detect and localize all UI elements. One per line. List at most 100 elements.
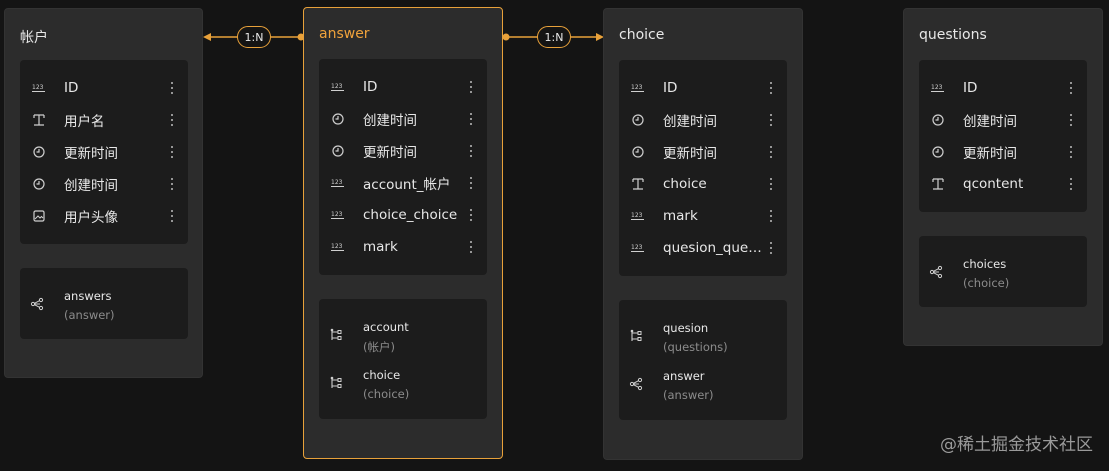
number-icon: 123	[631, 209, 645, 223]
relation-row[interactable]: choices (choice)	[919, 248, 1087, 296]
entity-card-choice[interactable]: choice 123 ID 创建时间 更新时间 choice 123 mark	[603, 8, 803, 460]
link-dot-answer-right	[502, 33, 510, 41]
field-row[interactable]: 更新时间	[919, 136, 1087, 168]
more-vert-icon[interactable]	[767, 145, 775, 159]
field-name: 更新时间	[963, 146, 1017, 162]
more-vert-icon[interactable]	[1067, 177, 1075, 191]
field-row[interactable]: 123 quesion_questions	[619, 232, 787, 264]
field-row[interactable]: 创建时间	[20, 168, 188, 200]
entity-card-questions[interactable]: questions 123 ID 创建时间 更新时间 qcontent choi…	[903, 8, 1103, 346]
relation-one-icon	[329, 327, 345, 343]
more-vert-icon[interactable]	[467, 144, 475, 158]
more-vert-icon[interactable]	[1067, 81, 1075, 95]
field-name: account_帐户	[363, 177, 451, 193]
more-vert-icon[interactable]	[467, 208, 475, 222]
relation-row[interactable]: quesion (questions)	[619, 312, 787, 360]
field-row[interactable]: choice	[619, 168, 787, 200]
field-row[interactable]: 123 choice_choice	[319, 199, 487, 231]
field-row[interactable]: 更新时间	[20, 136, 188, 168]
more-vert-icon[interactable]	[467, 240, 475, 254]
more-vert-icon[interactable]	[467, 112, 475, 126]
relation-row[interactable]: answers (answer)	[20, 280, 188, 328]
field-row[interactable]: 更新时间	[619, 136, 787, 168]
field-row[interactable]: 创建时间	[619, 104, 787, 136]
field-row[interactable]: 创建时间	[319, 103, 487, 135]
field-name: ID	[363, 79, 378, 95]
field-name: choice_choice	[363, 207, 458, 223]
more-vert-icon[interactable]	[767, 177, 775, 191]
more-vert-icon[interactable]	[1067, 113, 1075, 127]
number-icon: 123	[631, 241, 645, 255]
field-row[interactable]: 123 ID	[919, 72, 1087, 104]
field-row[interactable]: 123 ID	[319, 71, 487, 103]
more-vert-icon[interactable]	[168, 145, 176, 159]
relation-one-icon	[629, 328, 645, 344]
cardinality-badge-account-answer[interactable]: 1:N	[237, 26, 271, 48]
field-row[interactable]: 123 mark	[319, 231, 487, 263]
relation-name: answer	[663, 369, 705, 383]
more-vert-icon[interactable]	[767, 81, 775, 95]
number-icon: 123	[331, 208, 345, 222]
entity-title: 帐户	[20, 30, 48, 46]
relation-name: choices	[963, 257, 1007, 271]
field-row[interactable]: 123 ID	[619, 72, 787, 104]
text-icon	[631, 177, 645, 191]
field-name: 创建时间	[363, 113, 417, 129]
arrow-head-right	[596, 33, 604, 41]
field-name: ID	[64, 80, 79, 96]
field-name: qcontent	[963, 176, 1024, 192]
relation-type: (answer)	[663, 388, 714, 402]
field-name: mark	[363, 239, 398, 255]
relation-row[interactable]: choice (choice)	[319, 359, 487, 407]
relation-row[interactable]: answer (answer)	[619, 360, 787, 408]
field-row[interactable]: 123 mark	[619, 200, 787, 232]
more-vert-icon[interactable]	[1067, 145, 1075, 159]
more-vert-icon[interactable]	[467, 80, 475, 94]
more-vert-icon[interactable]	[168, 113, 176, 127]
relations-panel: choices (choice)	[919, 236, 1087, 307]
clock-icon	[331, 112, 345, 126]
more-vert-icon[interactable]	[168, 177, 176, 191]
svg-text:123: 123	[631, 244, 643, 251]
relation-row[interactable]: account (帐户)	[319, 311, 487, 359]
clock-icon	[32, 177, 46, 191]
text-icon	[931, 177, 945, 191]
clock-icon	[631, 145, 645, 159]
field-name: 创建时间	[663, 114, 717, 130]
field-name: 更新时间	[64, 146, 118, 162]
field-row[interactable]: 123 account_帐户	[319, 167, 487, 199]
relations-panel: quesion (questions) answer (answer)	[619, 300, 787, 420]
more-vert-icon[interactable]	[767, 113, 775, 127]
svg-text:123: 123	[331, 211, 343, 218]
relation-type: (choice)	[963, 276, 1010, 290]
more-vert-icon[interactable]	[467, 176, 475, 190]
more-vert-icon[interactable]	[168, 81, 176, 95]
relation-many-icon	[629, 376, 645, 392]
more-vert-icon[interactable]	[767, 241, 775, 255]
field-name: 用户名	[64, 114, 105, 130]
relation-many-icon	[30, 296, 46, 312]
relation-type: (帐户)	[363, 340, 395, 354]
svg-text:123: 123	[931, 84, 943, 91]
entity-title: questions	[919, 27, 987, 43]
field-row[interactable]: 用户名	[20, 104, 188, 136]
link-dot-answer-left	[297, 33, 305, 41]
field-row[interactable]: qcontent	[919, 168, 1087, 200]
field-row[interactable]: 更新时间	[319, 135, 487, 167]
field-row[interactable]: 用户头像	[20, 200, 188, 232]
fields-panel: 123 ID 创建时间 更新时间 123 account_帐户 123 choi…	[319, 59, 487, 275]
field-row[interactable]: 123 ID	[20, 72, 188, 104]
field-name: 更新时间	[363, 145, 417, 161]
field-row[interactable]: 创建时间	[919, 104, 1087, 136]
arrow-head-left	[203, 33, 211, 41]
entity-card-account[interactable]: 帐户 123 ID 用户名 更新时间 创建时间 用户头像	[4, 8, 203, 378]
entity-card-answer[interactable]: answer 123 ID 创建时间 更新时间 123 account_帐户 1…	[303, 7, 503, 459]
fields-panel: 123 ID 创建时间 更新时间 qcontent	[919, 60, 1087, 212]
svg-text:123: 123	[331, 179, 343, 186]
more-vert-icon[interactable]	[767, 209, 775, 223]
fields-panel: 123 ID 用户名 更新时间 创建时间 用户头像	[20, 60, 188, 244]
relation-name: answers	[64, 289, 112, 303]
more-vert-icon[interactable]	[168, 209, 176, 223]
number-icon: 123	[331, 80, 345, 94]
cardinality-badge-answer-choice[interactable]: 1:N	[537, 26, 571, 48]
